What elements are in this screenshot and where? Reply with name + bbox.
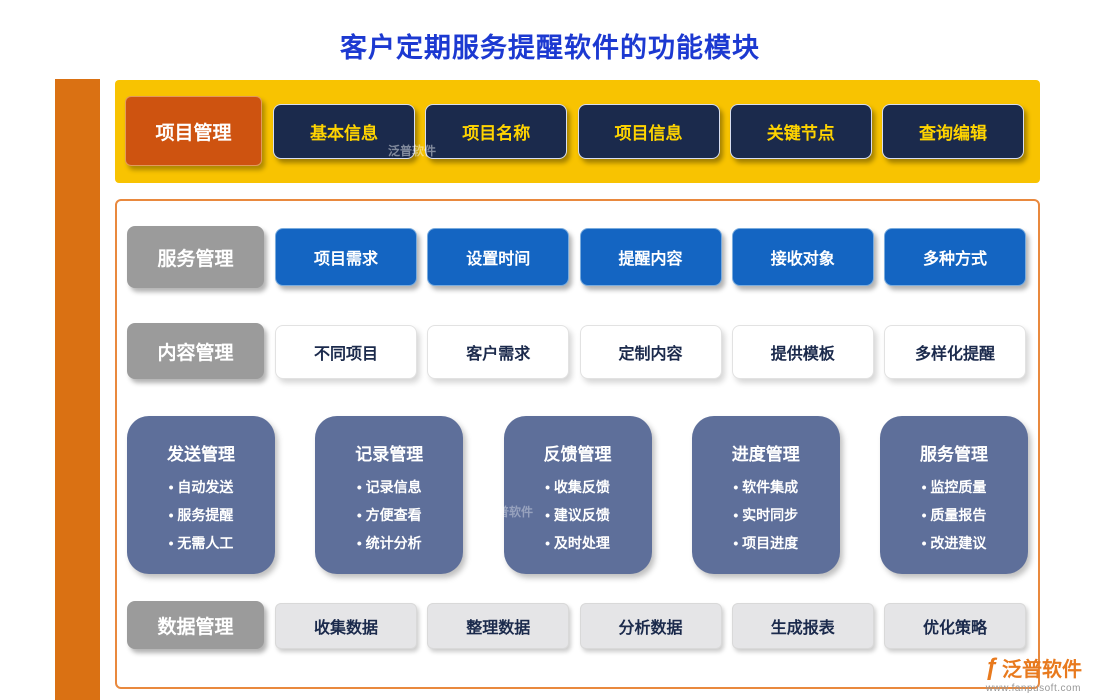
card-title: 反馈管理 <box>543 445 612 464</box>
project-management-label: 项目管理 <box>125 96 262 166</box>
card-title: 发送管理 <box>167 445 235 464</box>
card-item: 自动发送 <box>127 473 275 501</box>
card-item: 监控质量 <box>880 473 1028 501</box>
card-item: 实时同步 <box>692 501 840 529</box>
content-management-row: 内容管理 不同项目 客户需求 定制内容 提供模板 多样化提醒 <box>127 323 1028 381</box>
card-title: 服务管理 <box>920 445 988 464</box>
band-button: 项目信息 <box>577 104 720 159</box>
project-band-items: 基本信息 项目名称 项目信息 关键节点 查询编辑 <box>273 80 1024 183</box>
content-button: 多样化提醒 <box>884 325 1026 379</box>
content-button: 客户需求 <box>427 325 570 379</box>
brand-name: 泛普软件 <box>1002 659 1082 681</box>
band-button: 关键节点 <box>729 104 872 159</box>
card-item: 方便查看 <box>315 501 463 529</box>
card-record-management: 记录管理 记录信息 方便查看 统计分析 <box>315 416 464 574</box>
data-button: 整理数据 <box>427 603 570 649</box>
card-progress-management: 进度管理 软件集成 实时同步 项目进度 <box>691 416 840 574</box>
service-button: 设置时间 <box>427 228 570 286</box>
card-item: 无需人工 <box>127 529 275 557</box>
data-button: 分析数据 <box>579 603 722 649</box>
content-button: 定制内容 <box>579 325 722 379</box>
card-item: 改进建议 <box>880 529 1028 557</box>
card-item: 及时处理 <box>504 529 652 557</box>
content-row-items: 不同项目 客户需求 定制内容 提供模板 多样化提醒 <box>275 323 1026 381</box>
card-title: 记录管理 <box>355 445 424 464</box>
service-management-label: 服务管理 <box>127 226 264 288</box>
brand-url: www.fanpusoft.com <box>985 683 1081 694</box>
card-item: 收集反馈 <box>504 473 652 501</box>
modules-panel: 服务管理 项目需求 设置时间 提醒内容 接收对象 多种方式 内容管理 不同项目 … <box>115 199 1040 689</box>
data-button: 优化策略 <box>884 603 1026 649</box>
data-button: 生成报表 <box>731 603 874 649</box>
data-row-items: 收集数据 整理数据 分析数据 生成报表 优化策略 <box>275 601 1026 651</box>
left-accent-bar <box>55 79 100 700</box>
fanpu-logo-icon: ƒ <box>984 653 998 681</box>
page-title: 客户定期服务提醒软件的功能模块 <box>340 33 760 63</box>
service-button: 提醒内容 <box>579 228 722 286</box>
card-service-management: 服务管理 监控质量 质量报告 改进建议 <box>880 416 1028 574</box>
card-send-management: 发送管理 自动发送 服务提醒 无需人工 <box>127 416 275 574</box>
data-management-row: 数据管理 收集数据 整理数据 分析数据 生成报表 优化策略 <box>127 601 1028 651</box>
card-item: 建议反馈 <box>504 501 652 529</box>
card-feedback-management: 反馈管理 收集反馈 建议反馈 及时处理 <box>503 416 652 574</box>
card-item: 统计分析 <box>315 529 463 557</box>
data-management-label: 数据管理 <box>127 601 264 649</box>
module-cards-row: 发送管理 自动发送 服务提醒 无需人工 记录管理 记录信息 方便查看 统计分析 … <box>127 416 1028 576</box>
service-management-row: 服务管理 项目需求 设置时间 提醒内容 接收对象 多种方式 <box>127 226 1028 288</box>
service-row-items: 项目需求 设置时间 提醒内容 接收对象 多种方式 <box>275 226 1026 288</box>
brand-row: ƒ 泛普软件 <box>985 653 1082 682</box>
card-item: 记录信息 <box>315 473 463 501</box>
service-button: 接收对象 <box>731 228 874 286</box>
content-management-label: 内容管理 <box>127 323 264 379</box>
project-management-band: 项目管理 基本信息 项目名称 项目信息 关键节点 查询编辑 <box>115 80 1040 183</box>
card-title: 进度管理 <box>731 445 800 464</box>
service-button: 多种方式 <box>884 228 1026 286</box>
band-button: 查询编辑 <box>882 104 1024 159</box>
card-item: 服务提醒 <box>127 501 275 529</box>
card-item: 软件集成 <box>692 473 840 501</box>
content-button: 提供模板 <box>731 325 874 379</box>
band-button: 项目名称 <box>425 104 568 159</box>
card-item: 项目进度 <box>692 529 840 557</box>
content-button: 不同项目 <box>275 325 417 379</box>
band-button: 基本信息 <box>273 104 415 159</box>
data-button: 收集数据 <box>275 603 417 649</box>
card-item: 质量报告 <box>880 501 1028 529</box>
footer-brand-block: ƒ 泛普软件 www.fanpusoft.com <box>985 653 1082 694</box>
service-button: 项目需求 <box>275 228 417 286</box>
